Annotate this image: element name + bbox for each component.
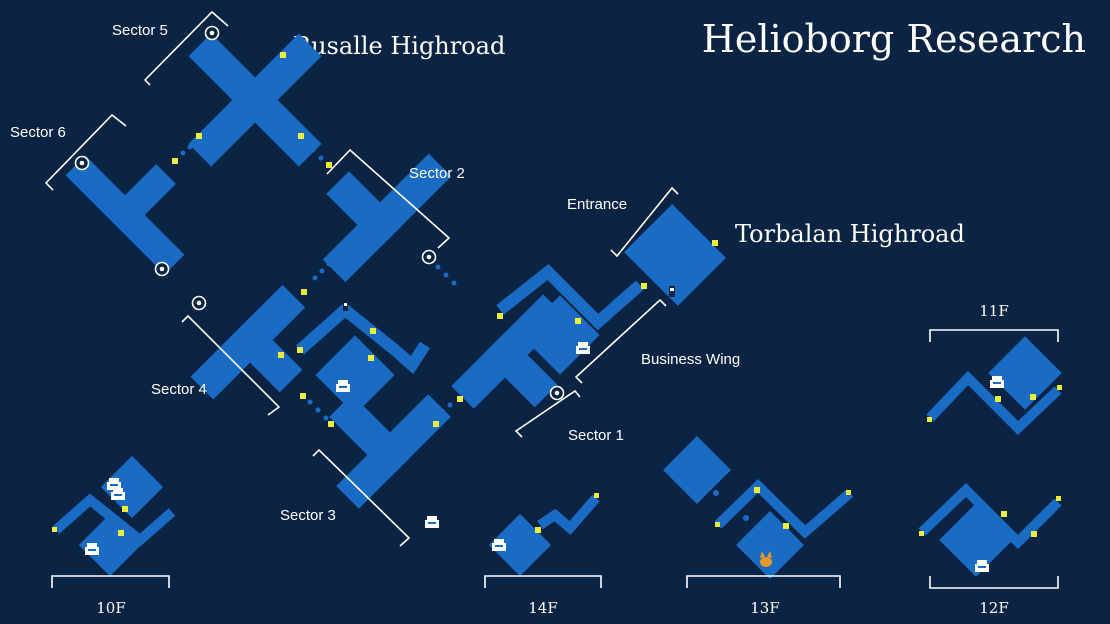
sector-brackets — [44, 10, 679, 547]
floor-label-14f: 14F — [528, 599, 558, 617]
typewriter-save-icon[interactable] — [107, 478, 121, 490]
sector-4-room — [190, 284, 306, 400]
label-sector-6: Sector 6 — [10, 124, 66, 141]
floor-label-10f: 10F — [96, 599, 126, 617]
map-title: Helioborg Research — [702, 17, 1086, 61]
label-sector-4: Sector 4 — [151, 381, 207, 398]
floor-label-13f: 13F — [750, 599, 780, 617]
typewriter-save-icon[interactable] — [336, 380, 350, 392]
warp-point-icon[interactable] — [549, 385, 565, 401]
typewriter-save-icon[interactable] — [576, 342, 590, 354]
central-room — [315, 335, 395, 415]
elevator-icon[interactable] — [669, 286, 675, 297]
typewriter-save-icon[interactable] — [425, 516, 439, 528]
label-sector-3: Sector 3 — [280, 507, 336, 524]
typewriter-save-icon[interactable] — [975, 560, 989, 572]
label-sector-1: Sector 1 — [568, 427, 624, 444]
warp-point-icon[interactable] — [191, 295, 207, 311]
label-business-wing: Business Wing — [641, 351, 740, 368]
warp-point-icon[interactable] — [74, 155, 90, 171]
entrance-room — [624, 204, 726, 306]
main-floor — [65, 33, 726, 509]
warp-point-icon[interactable] — [204, 25, 220, 41]
floor-label-11f: 11F — [979, 302, 1009, 320]
floor-label-12f: 12F — [979, 599, 1009, 617]
cat-marker-icon[interactable] — [760, 551, 772, 567]
dotted-connectors — [180, 138, 457, 421]
floor-14f-map: 14F — [484, 493, 602, 617]
sector-5-room — [188, 33, 322, 167]
floor-10f-map: 10F — [51, 455, 176, 617]
typewriter-save-icon[interactable] — [85, 543, 99, 555]
area-rusalle-highroad: Rusalle Highroad — [293, 32, 505, 60]
warp-point-icon[interactable] — [421, 249, 437, 265]
area-torbalan-highroad: Torbalan Highroad — [735, 220, 965, 248]
label-sector-2: Sector 2 — [409, 165, 465, 182]
sector-3-room — [329, 394, 451, 509]
doors — [172, 52, 718, 427]
floor-12f-map: 12F — [918, 483, 1062, 617]
sector-6-room — [65, 155, 185, 275]
warp-point-icon[interactable] — [154, 261, 170, 277]
central-corridor — [296, 302, 431, 375]
typewriter-save-icon[interactable] — [111, 488, 125, 500]
label-entrance: Entrance — [567, 196, 627, 213]
typewriter-save-icon[interactable] — [492, 539, 506, 551]
typewriter-save-icon[interactable] — [990, 376, 1004, 388]
elevator-icon[interactable] — [343, 301, 348, 311]
business-wing-corridor — [496, 263, 644, 331]
floor-11f-map: 11F — [926, 302, 1062, 435]
label-sector-5: Sector 5 — [112, 22, 168, 39]
sector-2-room — [322, 153, 452, 283]
